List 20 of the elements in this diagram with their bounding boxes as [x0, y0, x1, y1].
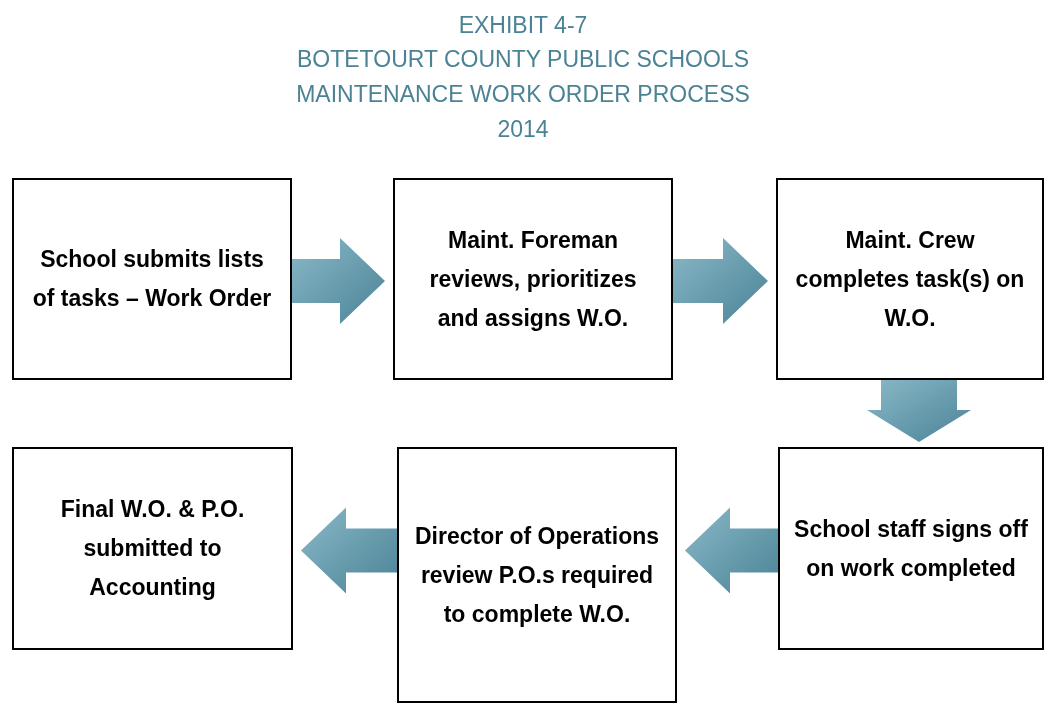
process-box	[776, 178, 1044, 380]
step-text: Maint. Crew completes task(s) on W.O.	[794, 225, 1026, 333]
block-arrow	[301, 507, 397, 594]
year-label: 2014	[497, 115, 549, 144]
block-arrow	[685, 507, 778, 594]
exhibit-number: EXHIBIT 4-7	[458, 11, 588, 40]
step-text: Final W.O. & P.O. submitted to Accounting	[59, 495, 246, 602]
block-arrow	[292, 238, 385, 324]
process-box	[12, 447, 293, 650]
process-box	[393, 178, 673, 380]
step-text: Maint. Foreman reviews, prioritizes and assigns W.O.	[428, 225, 638, 333]
block-arrow	[673, 238, 768, 324]
block-arrow	[867, 380, 971, 442]
process-box	[12, 178, 292, 380]
diagram-title: BOTETOURT COUNTY PUBLIC SCHOOLS MAINTENANCE WORK ORDER PROCESS	[295, 45, 751, 109]
step-text: School submits lists of tasks – Work Order	[31, 245, 273, 313]
step-text: Director of Operations review P.O.s required to complete W.O.	[413, 521, 661, 629]
process-box	[778, 447, 1044, 650]
process-box	[397, 447, 677, 703]
step-text: School staff signs off on work completed	[794, 514, 1028, 583]
